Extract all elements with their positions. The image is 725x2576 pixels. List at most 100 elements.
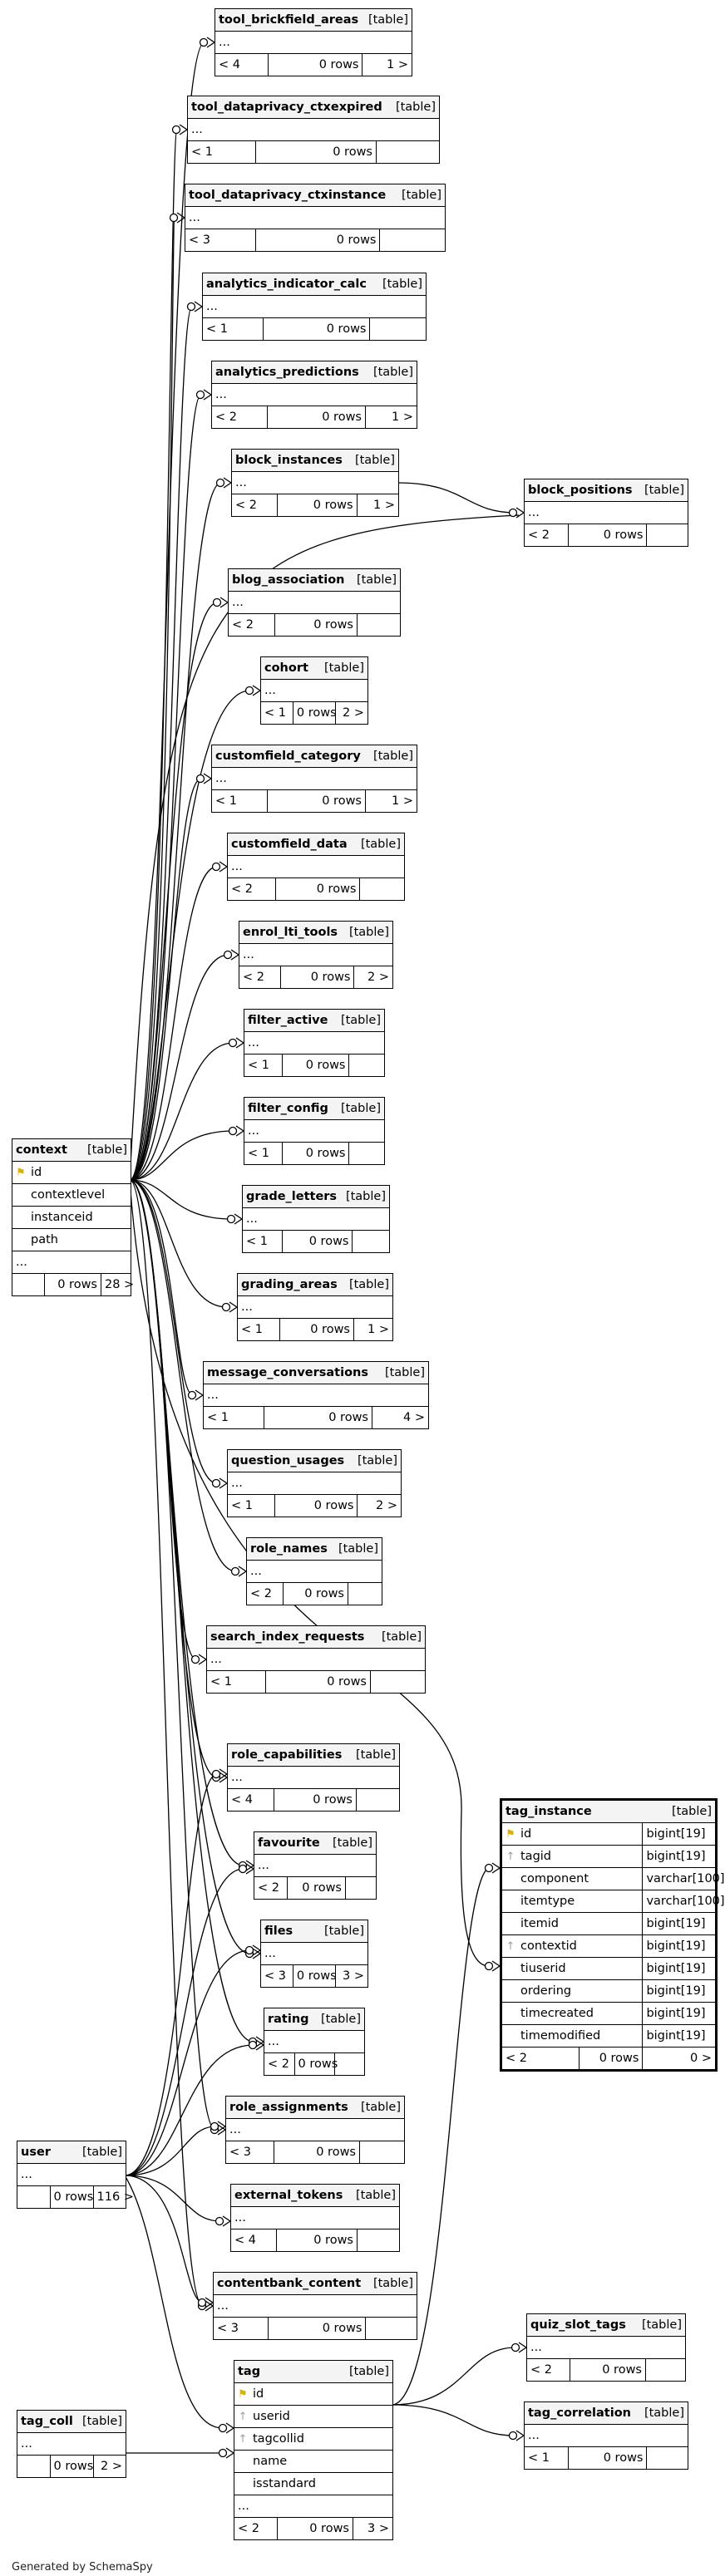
table-name[interactable]: files bbox=[264, 1925, 293, 1938]
column-row[interactable]: ... bbox=[238, 1295, 392, 1319]
column-row[interactable]: ... bbox=[234, 2495, 392, 2518]
column-row[interactable]: instanceid bbox=[12, 1206, 131, 1229]
table-header[interactable]: tool_dataprivacy_ctxinstance[table] bbox=[185, 184, 445, 207]
column-row[interactable]: ⚑id bbox=[12, 1161, 131, 1184]
column-row[interactable]: ↑tagcollid bbox=[234, 2427, 392, 2451]
table-name[interactable]: analytics_indicator_calc bbox=[206, 278, 367, 291]
column-row[interactable]: ... bbox=[214, 2294, 417, 2318]
table-tool-dataprivacy-ctxinstance[interactable]: tool_dataprivacy_ctxinstance[table]...< … bbox=[185, 184, 446, 252]
column-row[interactable]: ⚑id bbox=[502, 1822, 644, 1846]
column-row[interactable]: ... bbox=[525, 2424, 688, 2447]
column-row[interactable]: ... bbox=[229, 591, 400, 614]
column-row[interactable]: ... bbox=[527, 2336, 685, 2359]
column-row[interactable]: ... bbox=[243, 1207, 389, 1231]
table-header[interactable]: question_usages[table] bbox=[228, 1450, 401, 1472]
column-row[interactable]: ... bbox=[204, 1384, 428, 1407]
table-header[interactable]: customfield_category[table] bbox=[212, 745, 417, 768]
table-header[interactable]: block_positions[table] bbox=[525, 479, 688, 502]
table-header[interactable]: context[table] bbox=[12, 1139, 131, 1162]
column-row[interactable]: ... bbox=[212, 767, 417, 790]
table-name[interactable]: customfield_category bbox=[215, 750, 361, 763]
table-name[interactable]: quiz_slot_tags bbox=[530, 2318, 626, 2332]
table-name[interactable]: role_assignments bbox=[229, 2101, 348, 2114]
column-row[interactable]: contextlevel bbox=[12, 1183, 131, 1207]
column-row[interactable]: ... bbox=[525, 501, 688, 524]
table-name[interactable]: user bbox=[21, 2146, 51, 2159]
table-header[interactable]: block_instances[table] bbox=[232, 450, 398, 472]
column-row[interactable]: ... bbox=[244, 1119, 384, 1143]
table-name[interactable]: contentbank_content bbox=[217, 2277, 362, 2290]
table-header[interactable]: role_names[table] bbox=[247, 1538, 382, 1561]
table-header[interactable]: filter_active[table] bbox=[244, 1010, 384, 1032]
table-header[interactable]: blog_association[table] bbox=[229, 569, 400, 592]
table-header[interactable]: search_index_requests[table] bbox=[207, 1626, 425, 1649]
table-header[interactable]: tag[table] bbox=[234, 2361, 392, 2383]
table-header[interactable]: tool_dataprivacy_ctxexpired[table] bbox=[188, 96, 439, 119]
table-name[interactable]: tool_dataprivacy_ctxexpired bbox=[191, 101, 382, 114]
table-header[interactable]: role_capabilities[table] bbox=[228, 1744, 399, 1767]
column-row[interactable]: component bbox=[502, 1867, 644, 1890]
column-row[interactable]: timemodified bbox=[502, 2024, 644, 2048]
column-row[interactable]: ↑tagid bbox=[502, 1845, 644, 1868]
column-row[interactable]: ... bbox=[17, 2432, 126, 2456]
table-header[interactable]: tool_brickfield_areas[table] bbox=[215, 9, 412, 32]
column-row[interactable]: ... bbox=[247, 1560, 382, 1583]
column-row[interactable]: ... bbox=[254, 1854, 376, 1877]
table-header[interactable]: enrol_lti_tools[table] bbox=[239, 922, 392, 944]
table-header[interactable]: filter_config[table] bbox=[244, 1098, 384, 1120]
table-header[interactable]: contentbank_content[table] bbox=[214, 2273, 417, 2295]
table-name[interactable]: block_positions bbox=[528, 484, 633, 497]
table-header[interactable]: role_assignments[table] bbox=[226, 2097, 404, 2119]
table-header[interactable]: rating[table] bbox=[264, 2008, 364, 2031]
table-name[interactable]: grading_areas bbox=[241, 1278, 338, 1291]
table-header[interactable]: tag_instance[table] bbox=[502, 1801, 715, 1823]
table-name[interactable]: filter_active bbox=[248, 1014, 328, 1027]
column-row[interactable]: itemtype bbox=[502, 1890, 644, 1913]
table-name[interactable]: rating bbox=[268, 2013, 309, 2026]
column-row[interactable]: itemid bbox=[502, 1912, 644, 1935]
table-name[interactable]: favourite bbox=[258, 1836, 320, 1850]
column-row[interactable]: ... bbox=[231, 2206, 399, 2229]
column-row[interactable]: ... bbox=[215, 31, 412, 54]
table-name[interactable]: tag_coll bbox=[21, 2415, 73, 2428]
table-header[interactable]: user[table] bbox=[17, 2141, 126, 2164]
column-row[interactable]: ... bbox=[232, 471, 398, 494]
table-header[interactable]: cohort[table] bbox=[261, 657, 367, 680]
table-header[interactable]: external_tokens[table] bbox=[231, 2185, 399, 2207]
table-name[interactable]: role_capabilities bbox=[231, 1748, 343, 1762]
table-name[interactable]: cohort bbox=[264, 661, 308, 675]
table-name[interactable]: message_conversations bbox=[207, 1366, 369, 1379]
table-name[interactable]: blog_association bbox=[232, 573, 345, 587]
column-row[interactable]: ... bbox=[228, 1472, 401, 1495]
table-header[interactable]: quiz_slot_tags[table] bbox=[527, 2314, 685, 2337]
column-row[interactable]: ... bbox=[264, 2030, 364, 2053]
table-name[interactable]: tool_dataprivacy_ctxinstance bbox=[189, 189, 387, 202]
column-row[interactable]: ... bbox=[212, 383, 417, 406]
table-name[interactable]: customfield_data bbox=[231, 838, 348, 851]
column-row[interactable]: ↑userid bbox=[234, 2405, 392, 2428]
table-name[interactable]: search_index_requests bbox=[210, 1630, 365, 1644]
table-header[interactable]: message_conversations[table] bbox=[204, 1362, 428, 1384]
